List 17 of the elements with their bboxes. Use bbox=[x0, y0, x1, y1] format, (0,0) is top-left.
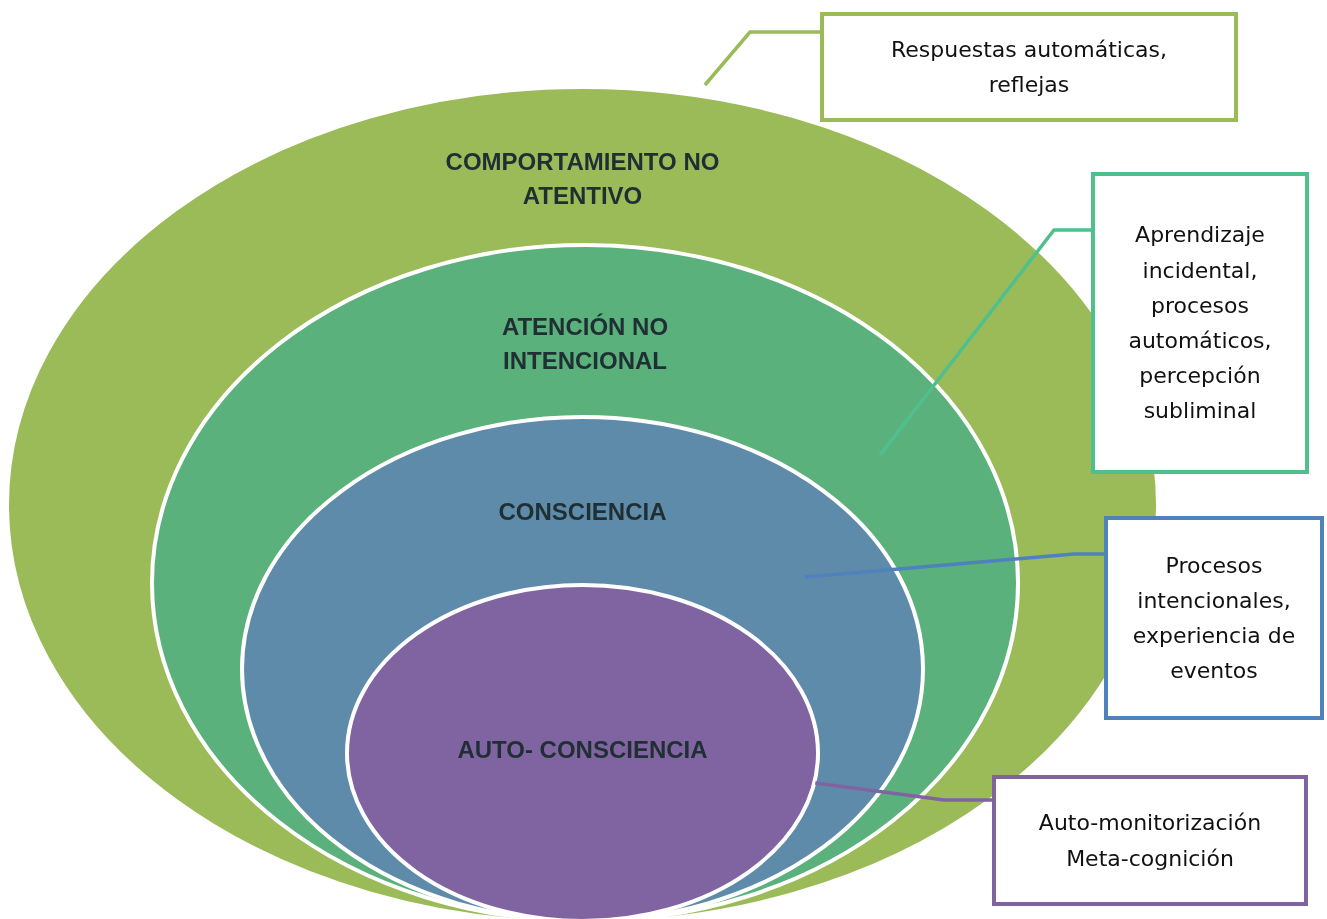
callout-text: Auto-monitorización bbox=[1037, 809, 1263, 838]
callout-box bbox=[820, 12, 1238, 122]
leader-line bbox=[815, 781, 992, 802]
leader-line bbox=[805, 552, 1104, 579]
ellipse-label: AUTO- CONSCIENCIA bbox=[456, 735, 709, 765]
callout-text: Meta-cognición bbox=[1065, 844, 1235, 873]
callout-text: Respuestas automáticas, reflejas bbox=[890, 35, 1168, 99]
callout-text: Procesos intencionales, experiencia de eventos bbox=[1131, 551, 1297, 686]
ellipse-label: COMPORTAMIENTO NO ATENTIVO bbox=[444, 147, 721, 211]
ellipse-label: CONSCIENCIA bbox=[497, 497, 668, 527]
callout-box bbox=[992, 775, 1308, 906]
callout-text: Aprendizaje incidental, procesos automáticos, percepción subliminal bbox=[1127, 221, 1273, 426]
callout-box bbox=[1091, 172, 1309, 474]
callout-box bbox=[1104, 516, 1324, 720]
leader-line bbox=[878, 228, 1091, 457]
leader-line bbox=[703, 30, 820, 87]
ellipse-label: ATENCIÓN NO INTENCIONAL bbox=[500, 312, 670, 376]
